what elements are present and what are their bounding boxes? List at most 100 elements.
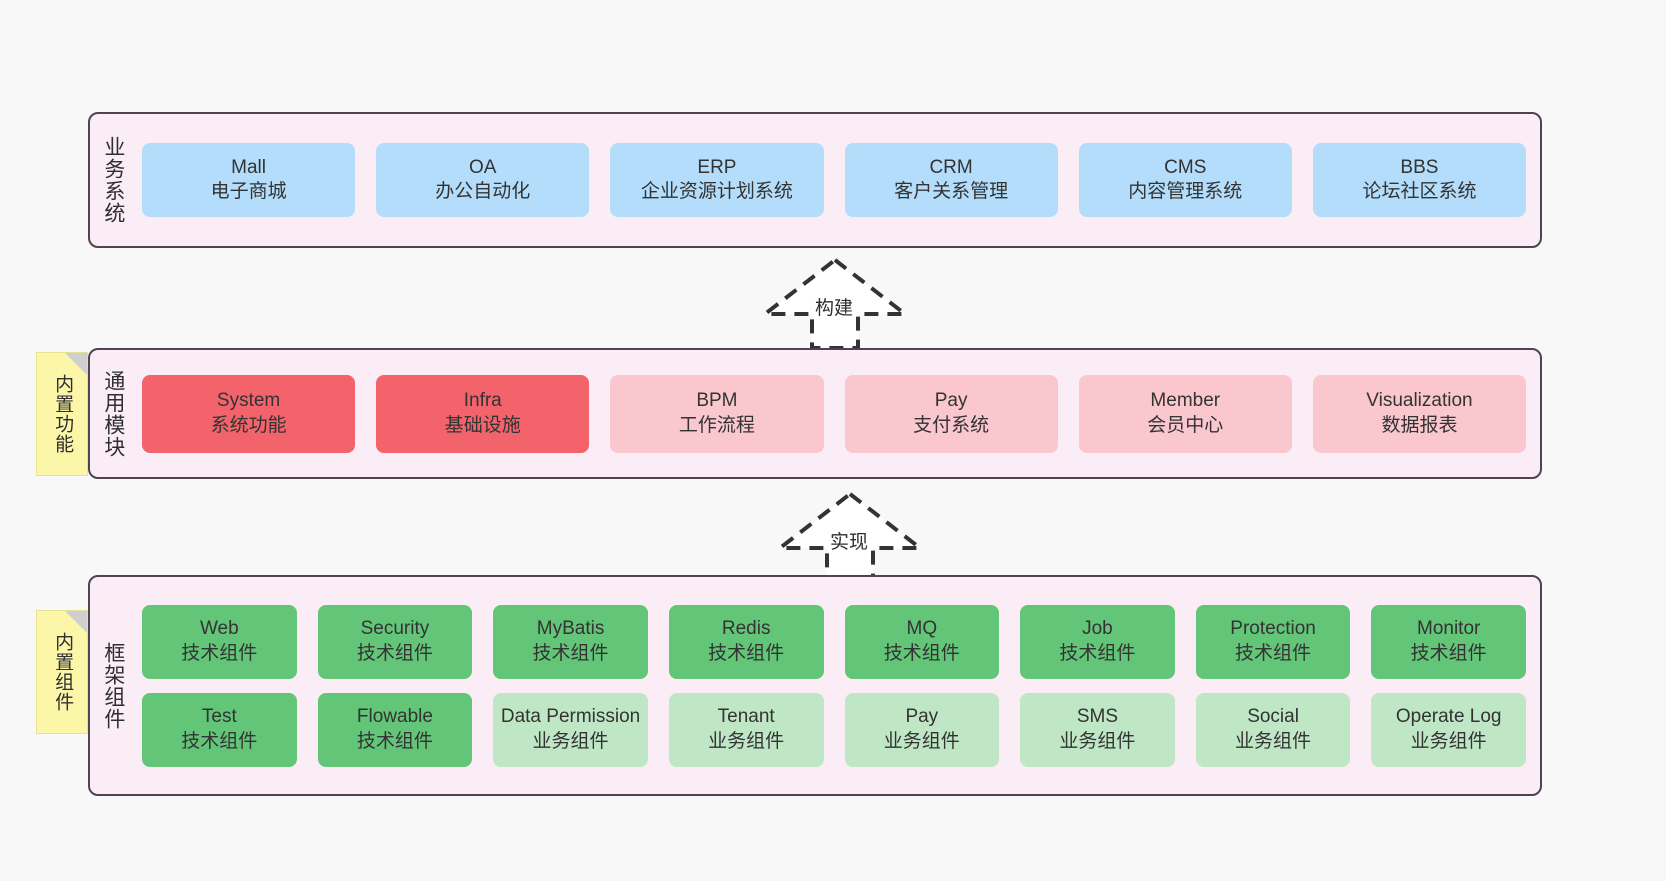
card-web[interactable]: Web 技术组件 (142, 604, 297, 679)
card-social-name: Social (1247, 706, 1299, 728)
card-job[interactable]: Job 技术组件 (1020, 604, 1175, 679)
card-infra[interactable]: Infra 基础设施 (376, 374, 590, 453)
card-job-name: Job (1082, 618, 1113, 640)
card-redis-desc: 技术组件 (708, 642, 785, 664)
card-pay-module-name: Pay (934, 390, 968, 412)
card-mall-name: Mall (231, 156, 266, 178)
card-social-desc: 业务组件 (1235, 730, 1312, 752)
layer-title-business-system: 业务系统 (101, 136, 125, 224)
card-erp-desc: 企业资源计划系统 (640, 181, 793, 202)
card-sms-desc: 业务组件 (1059, 730, 1136, 752)
card-social[interactable]: Social 业务组件 (1195, 692, 1351, 767)
card-pay-component-name: Pay (905, 706, 939, 728)
note-fold-corner-icon (65, 353, 87, 375)
card-visualization-desc: 数据报表 (1381, 414, 1458, 436)
note-builtin-components: 内置组件 (36, 610, 88, 734)
card-protection[interactable]: Protection 技术组件 (1195, 604, 1351, 679)
card-security-desc: 技术组件 (356, 642, 433, 664)
card-monitor-name: Monitor (1417, 618, 1481, 640)
connector-implement-label: 实现 (830, 532, 869, 553)
card-system-desc: 系统功能 (210, 414, 287, 436)
card-bbs-desc: 论坛社区系统 (1362, 181, 1477, 202)
card-data-permission-desc: 业务组件 (532, 730, 609, 752)
card-data-permission-name: Data Permission (500, 706, 641, 728)
framework-component-row-1: Web 技术组件 Security 技术组件 MyBatis 技术组件 Redi… (142, 604, 1526, 679)
card-flowable-desc: 技术组件 (356, 730, 433, 752)
card-member-desc: 会员中心 (1147, 414, 1224, 436)
card-tenant-desc: 业务组件 (708, 730, 785, 752)
card-security-name: Security (360, 618, 430, 640)
card-test[interactable]: Test 技术组件 (142, 692, 297, 767)
card-protection-name: Protection (1230, 618, 1316, 640)
layer-business-system: 业务系统 Mall 电子商城 OA 办公自动化 ERP 企业资源计划系统 CRM… (88, 112, 1542, 248)
card-pay-module[interactable]: Pay 支付系统 (844, 374, 1058, 453)
card-cms-desc: 内容管理系统 (1128, 181, 1243, 202)
connector-implement-arrow: 实现 (770, 491, 930, 584)
card-redis-name: Redis (721, 618, 771, 640)
card-visualization[interactable]: Visualization 数据报表 (1312, 374, 1527, 453)
connector-build-arrow: 构建 (755, 257, 915, 350)
card-member-name: Member (1150, 390, 1221, 412)
card-infra-name: Infra (463, 390, 502, 412)
card-bbs[interactable]: BBS 论坛社区系统 (1312, 143, 1527, 217)
card-pay-module-desc: 支付系统 (913, 414, 990, 436)
note-builtin-components-text: 内置组件 (52, 632, 74, 712)
card-web-desc: 技术组件 (181, 642, 258, 664)
card-mq[interactable]: MQ 技术组件 (844, 604, 1000, 679)
card-data-permission[interactable]: Data Permission 业务组件 (493, 692, 648, 767)
note-builtin-features: 内置功能 (36, 352, 88, 476)
note-builtin-features-text: 内置功能 (52, 374, 74, 454)
framework-component-row-2: Test 技术组件 Flowable 技术组件 Data Permission … (142, 692, 1526, 767)
card-crm[interactable]: CRM 客户关系管理 (844, 143, 1058, 217)
card-erp-name: ERP (697, 156, 737, 178)
business-system-card-list: Mall 电子商城 OA 办公自动化 ERP 企业资源计划系统 CRM 客户关系… (136, 114, 1540, 246)
card-test-desc: 技术组件 (181, 730, 258, 752)
card-erp[interactable]: ERP 企业资源计划系统 (610, 143, 824, 217)
card-mall-desc: 电子商城 (210, 181, 287, 202)
layer-common-modules: 通用模块 System 系统功能 Infra 基础设施 BPM 工作流程 Pay… (88, 348, 1542, 479)
card-mq-desc: 技术组件 (883, 642, 960, 664)
layer-framework-components: 框架组件 Web 技术组件 Security 技术组件 MyBatis 技术组件… (88, 575, 1542, 796)
card-sms-name: SMS (1076, 706, 1119, 728)
card-test-name: Test (201, 706, 237, 728)
card-pay-component-desc: 业务组件 (883, 730, 960, 752)
card-cms[interactable]: CMS 内容管理系统 (1078, 143, 1292, 217)
card-operate-log[interactable]: Operate Log 业务组件 (1371, 692, 1526, 767)
card-monitor-desc: 技术组件 (1410, 642, 1487, 664)
card-monitor[interactable]: Monitor 技术组件 (1371, 604, 1526, 679)
card-web-name: Web (199, 618, 239, 640)
card-member[interactable]: Member 会员中心 (1078, 374, 1292, 453)
card-tenant[interactable]: Tenant 业务组件 (668, 692, 824, 767)
card-infra-desc: 基础设施 (444, 414, 521, 436)
layer-title-common-modules: 通用模块 (101, 369, 125, 458)
note-fold-corner-icon (65, 611, 87, 633)
connector-build-label: 构建 (815, 298, 854, 319)
card-crm-name: CRM (929, 156, 973, 178)
card-oa-name: OA (469, 156, 497, 178)
card-protection-desc: 技术组件 (1235, 642, 1312, 664)
card-mybatis-name: MyBatis (536, 618, 605, 640)
card-mybatis[interactable]: MyBatis 技术组件 (493, 604, 648, 679)
card-sms[interactable]: SMS 业务组件 (1020, 692, 1175, 767)
card-oa[interactable]: OA 办公自动化 (376, 143, 590, 217)
card-flowable-name: Flowable (356, 706, 433, 728)
card-system[interactable]: System 系统功能 (142, 374, 356, 453)
card-oa-desc: 办公自动化 (435, 181, 531, 202)
framework-component-card-grid: Web 技术组件 Security 技术组件 MyBatis 技术组件 Redi… (136, 577, 1540, 794)
card-visualization-name: Visualization (1366, 390, 1473, 412)
common-module-card-list: System 系统功能 Infra 基础设施 BPM 工作流程 Pay 支付系统… (136, 350, 1540, 477)
card-pay-component[interactable]: Pay 业务组件 (844, 692, 1000, 767)
layer-title-framework-components: 框架组件 (101, 641, 125, 730)
card-cms-name: CMS (1164, 156, 1207, 178)
card-bpm-desc: 工作流程 (678, 414, 755, 436)
card-bpm[interactable]: BPM 工作流程 (610, 374, 824, 453)
card-bbs-name: BBS (1400, 156, 1439, 178)
card-redis[interactable]: Redis 技术组件 (668, 604, 824, 679)
card-crm-desc: 客户关系管理 (894, 181, 1009, 202)
card-flowable[interactable]: Flowable 技术组件 (317, 692, 473, 767)
card-mall[interactable]: Mall 电子商城 (142, 143, 356, 217)
card-bpm-name: BPM (696, 390, 738, 412)
card-operate-log-desc: 业务组件 (1410, 730, 1487, 752)
card-security[interactable]: Security 技术组件 (317, 604, 473, 679)
